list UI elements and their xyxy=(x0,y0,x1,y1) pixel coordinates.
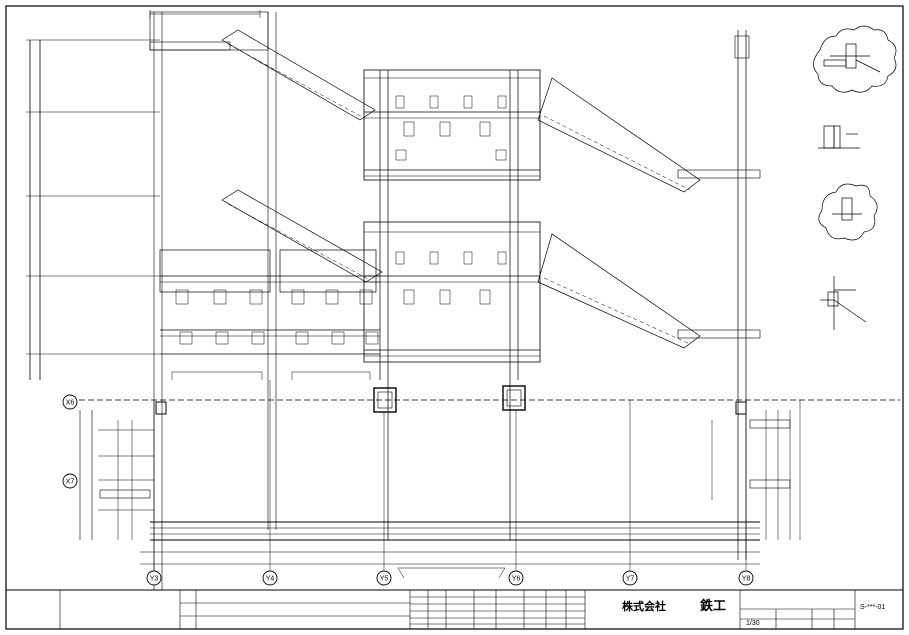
grid-label-y4: Y4 xyxy=(266,576,275,583)
grid-label-y7: Y7 xyxy=(626,576,635,583)
company-kanji: 鉄工 xyxy=(700,598,727,613)
detail-cloud-1 xyxy=(813,25,897,93)
grid-bubble-x6 xyxy=(62,394,78,410)
sheet-border xyxy=(5,5,904,630)
grid-label-y6: Y6 xyxy=(512,576,521,583)
sheet-number: S-***-01 xyxy=(860,604,886,611)
grid-bubble-y4 xyxy=(262,570,278,586)
detail-callouts xyxy=(813,25,897,330)
elevation-drawing xyxy=(26,10,900,590)
grid-bubble-x7 xyxy=(62,473,78,489)
grid-bubble-y5 xyxy=(376,570,392,586)
scale: 1/30 xyxy=(746,620,760,627)
grid-label-y5: Y5 xyxy=(380,576,389,583)
grid-label-x7: X7 xyxy=(66,479,75,486)
grid-bubble-y8 xyxy=(738,570,754,586)
title-block xyxy=(59,590,856,629)
grid-bubble-y6 xyxy=(508,570,524,586)
grid-label-y3: Y3 xyxy=(150,576,159,583)
company-name: 株式会社 xyxy=(622,601,666,613)
grid-label-x6: X6 xyxy=(66,400,75,407)
grid-label-y8: Y8 xyxy=(742,576,751,583)
detail-cloud-3 xyxy=(818,183,878,241)
grid-bubbles xyxy=(62,394,754,586)
grid-bubble-y3 xyxy=(146,570,162,586)
grid-bubble-y7 xyxy=(622,570,638,586)
